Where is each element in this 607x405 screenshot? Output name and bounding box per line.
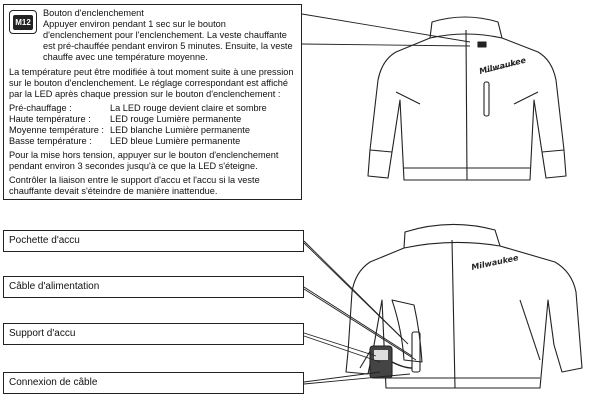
jacket-front-drawing xyxy=(367,16,567,181)
leader-lines xyxy=(301,13,471,385)
label-power-cable: Câble d'alimentation xyxy=(3,276,304,298)
battery-holder-drawing xyxy=(369,345,413,379)
m12-badge-icon: M12 xyxy=(9,10,37,34)
button-section-body: Appuyer environ pendant 1 sec sur le bou… xyxy=(43,19,293,62)
level-row: Haute température :LED rouge Lumière per… xyxy=(9,114,242,124)
instructions-panel: M12 Bouton d'enclenchement Appuyer envir… xyxy=(3,4,302,200)
check-text: Contrôler la liaison entre le support d'… xyxy=(9,175,260,196)
level-row: Basse température :LED bleue Lumière per… xyxy=(9,136,241,146)
jacket-angled-drawing xyxy=(345,223,583,389)
brand-logo-top: Milwaukee xyxy=(478,56,527,76)
led-levels-table: Pré-chauffage :La LED rouge devient clai… xyxy=(9,103,273,147)
label-battery-pocket: Pochette d'accu xyxy=(3,230,304,252)
level-row: Moyenne température :LED blanche Lumière… xyxy=(9,125,250,135)
temperature-intro: La température peut être modifiée à tout… xyxy=(9,67,294,99)
button-section-title: Bouton d'enclenchement xyxy=(43,8,144,18)
brand-logo-bottom: Milwaukee xyxy=(471,253,520,272)
label-battery-holder: Support d'accu xyxy=(3,323,304,345)
level-row: Pré-chauffage :La LED rouge devient clai… xyxy=(9,103,267,113)
label-cable-connection: Connexion de câble xyxy=(3,372,304,394)
power-off-text: Pour la mise hors tension, appuyer sur l… xyxy=(9,150,279,171)
